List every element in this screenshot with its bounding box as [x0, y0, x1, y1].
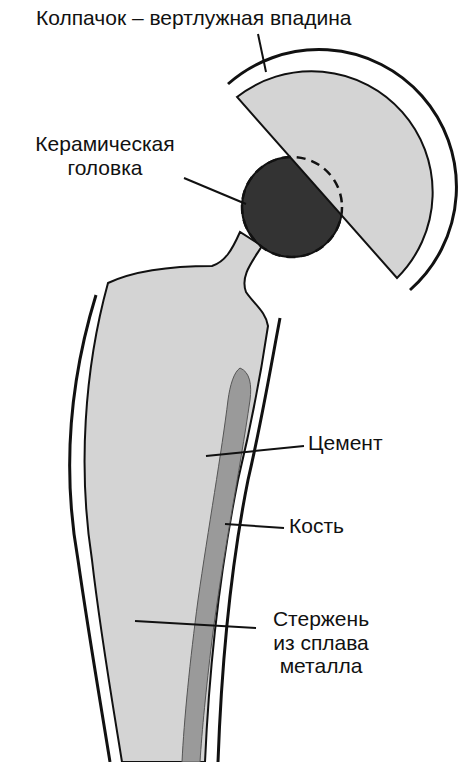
metal-stem: [85, 232, 268, 762]
part-label: Керамическая головка: [10, 132, 200, 179]
cement-layer: [182, 368, 251, 762]
leader-line: [206, 446, 304, 456]
leader-line: [184, 178, 246, 204]
part-label: Стержень из сплава металла: [262, 607, 380, 678]
part-label-heading: Колпачок – вертлужная впадина: [36, 6, 456, 30]
leader-line: [135, 621, 256, 628]
leader-line: [258, 34, 266, 72]
cup-shell: [228, 50, 456, 290]
ceramic-head: [242, 157, 342, 257]
part-label: Цемент: [308, 431, 418, 455]
leader-line: [225, 524, 284, 528]
hidden-head-outline: [242, 157, 342, 257]
acetabular-cup: [237, 71, 433, 278]
part-label: Кость: [289, 514, 399, 538]
leader-lines: [135, 34, 304, 628]
